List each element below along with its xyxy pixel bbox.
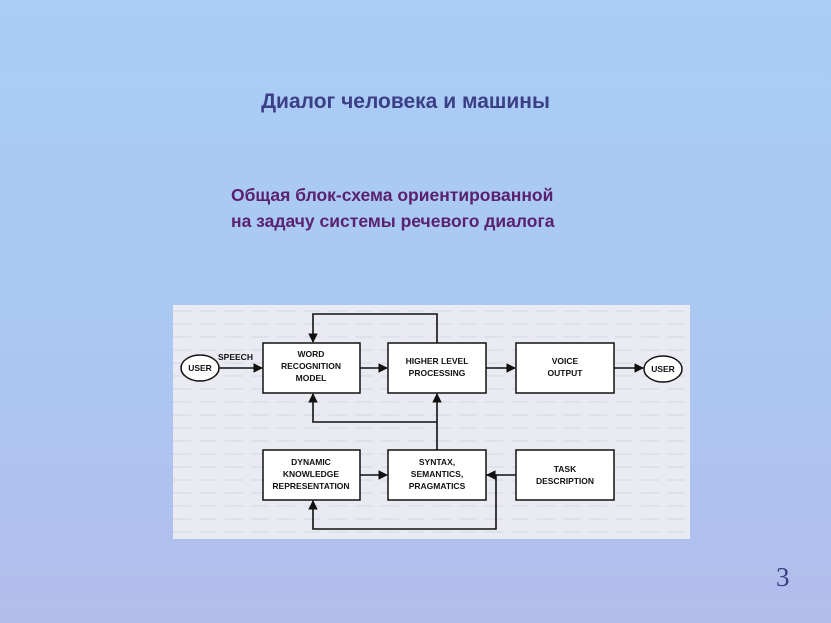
arrow-feedback-bottom bbox=[308, 474, 497, 530]
slide-title: Диалог человека и машины bbox=[0, 90, 831, 114]
node-voice-output: VOICE OUTPUT bbox=[515, 342, 615, 394]
slide-title-text: Диалог человека и машины bbox=[261, 90, 550, 113]
word-recognition-line-2: RECOGNITION bbox=[281, 361, 341, 371]
node-word-recognition: WORD RECOGNITION MODEL bbox=[262, 342, 361, 394]
block-diagram: USER SPEECH WORD RECOGNITION MODEL HIGHE… bbox=[173, 305, 690, 539]
higher-level-line-1: HIGHER LEVEL bbox=[406, 356, 469, 366]
subtitle-line-2: на задачу системы речевого диалога bbox=[231, 211, 555, 231]
dynamic-knowledge-line-1: DYNAMIC bbox=[291, 457, 331, 467]
dynamic-knowledge-line-3: REPRESENTATION bbox=[272, 481, 349, 491]
node-user-left-label: USER bbox=[188, 363, 212, 373]
dynamic-knowledge-line-2: KNOWLEDGE bbox=[283, 469, 340, 479]
page-number: 3 bbox=[776, 562, 790, 592]
voice-output-line-2: OUTPUT bbox=[548, 368, 584, 378]
node-dynamic-knowledge: DYNAMIC KNOWLEDGE REPRESENTATION bbox=[262, 449, 361, 501]
node-user-left: USER bbox=[180, 354, 220, 382]
node-user-right: USER bbox=[643, 355, 683, 383]
syntax-line-1: SYNTAX, bbox=[419, 457, 455, 467]
syntax-line-3: PRAGMATICS bbox=[409, 481, 466, 491]
task-description-line-2: DESCRIPTION bbox=[536, 476, 594, 486]
word-recognition-line-1: WORD bbox=[298, 349, 325, 359]
speech-label: SPEECH bbox=[218, 352, 253, 362]
subtitle-line-1: Общая блок-схема ориентированной bbox=[231, 185, 554, 205]
node-syntax-semantics: SYNTAX, SEMANTICS, PRAGMATICS bbox=[387, 449, 487, 501]
syntax-line-2: SEMANTICS, bbox=[411, 469, 463, 479]
arrow-syntax-to-word bbox=[308, 393, 437, 423]
block-diagram-svg: USER SPEECH WORD RECOGNITION MODEL HIGHE… bbox=[173, 305, 690, 539]
task-description-line-1: TASK bbox=[554, 464, 577, 474]
higher-level-line-2: PROCESSING bbox=[409, 368, 466, 378]
voice-output-line-1: VOICE bbox=[552, 356, 579, 366]
arrow-feedback-top bbox=[308, 313, 438, 343]
node-task-description: TASK DESCRIPTION bbox=[515, 449, 615, 501]
word-recognition-line-3: MODEL bbox=[296, 373, 327, 383]
node-higher-level: HIGHER LEVEL PROCESSING bbox=[387, 342, 487, 394]
diagram-subtitle: Общая блок-схема ориентированной на зада… bbox=[231, 182, 554, 234]
node-user-right-label: USER bbox=[651, 364, 675, 374]
